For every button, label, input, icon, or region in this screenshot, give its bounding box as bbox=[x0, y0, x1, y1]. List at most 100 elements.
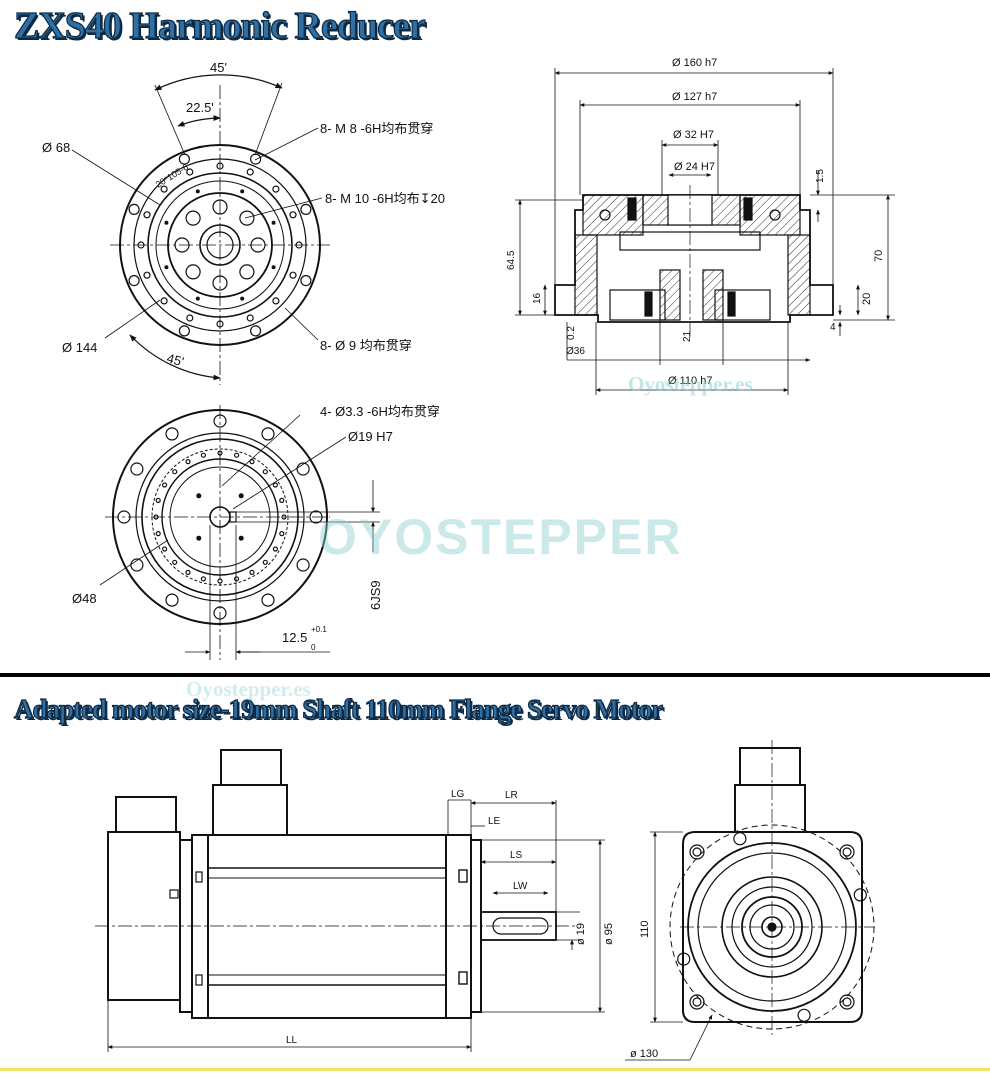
front-view: 20*105-6 45' 22.5' 45' Ø 68 Ø 144 8- M 8… bbox=[42, 60, 445, 385]
tol-zero: 0 bbox=[311, 643, 316, 652]
hole bbox=[234, 576, 240, 582]
keyway-label: 6JS9 bbox=[368, 580, 383, 610]
hole bbox=[272, 546, 278, 552]
hole bbox=[216, 162, 224, 170]
hole bbox=[217, 578, 223, 584]
hole bbox=[212, 275, 228, 291]
reducer-title: ZXS40 Harmonic Reducer bbox=[13, 4, 426, 47]
motor-mount-holes bbox=[677, 832, 867, 1022]
hole bbox=[185, 264, 201, 280]
hole bbox=[213, 414, 227, 428]
dim-21: 21 bbox=[682, 330, 693, 342]
hole bbox=[186, 314, 194, 322]
hole bbox=[689, 994, 705, 1010]
flange-110: 110 bbox=[639, 920, 651, 938]
hole bbox=[272, 185, 280, 193]
hole bbox=[162, 482, 168, 488]
holes-m10-label: 8- M 10 -6H均布↧20 bbox=[325, 191, 445, 206]
d24-label: Ø 24 H7 bbox=[674, 161, 715, 173]
hole bbox=[842, 997, 852, 1007]
dim-16: 16 bbox=[532, 292, 543, 304]
hole bbox=[128, 203, 140, 215]
holes-d3-3-label: 4- Ø3.3 -6H均布贯穿 bbox=[320, 404, 440, 419]
hole bbox=[296, 558, 310, 572]
d160-label: Ø 160 h7 bbox=[672, 57, 717, 69]
hole bbox=[216, 320, 224, 328]
dim-1-5: 1.5 bbox=[815, 169, 826, 183]
front-inner-holes bbox=[164, 189, 276, 301]
hole bbox=[178, 325, 190, 337]
hole bbox=[839, 844, 855, 860]
hole bbox=[172, 469, 178, 475]
section-view: Ø 160 h7 Ø 127 h7 Ø 32 H7 Ø 24 H7 bbox=[506, 57, 895, 395]
d32-label: Ø 32 H7 bbox=[673, 129, 714, 141]
dim-20: 20 bbox=[861, 293, 873, 305]
hole bbox=[195, 296, 200, 301]
d110-label: Ø 110 h7 bbox=[668, 375, 712, 387]
hole bbox=[130, 462, 144, 476]
hole bbox=[300, 275, 312, 287]
hole bbox=[165, 427, 179, 441]
angle-45-bottom: 45' bbox=[165, 350, 185, 369]
hole bbox=[164, 265, 169, 270]
hole bbox=[172, 559, 178, 565]
hole bbox=[160, 185, 168, 193]
hole bbox=[153, 514, 159, 520]
hole bbox=[839, 994, 855, 1010]
hole bbox=[289, 211, 297, 219]
front-ring-holes bbox=[137, 162, 303, 328]
rear-outer-holes bbox=[117, 414, 323, 620]
hole bbox=[217, 450, 223, 456]
hole bbox=[165, 593, 179, 607]
watermark-big: OYOSTEPPER bbox=[318, 509, 683, 565]
hole bbox=[213, 606, 227, 620]
hole bbox=[279, 497, 285, 503]
hole bbox=[117, 510, 131, 524]
lg-label: LG bbox=[451, 789, 465, 800]
motor-title: Adapted motor size-19mm Shaft 110mm Flan… bbox=[13, 693, 663, 724]
hole bbox=[853, 888, 867, 902]
hole bbox=[239, 210, 255, 226]
hole bbox=[196, 535, 202, 541]
hole bbox=[733, 832, 747, 846]
hole bbox=[271, 220, 276, 225]
hole bbox=[240, 189, 245, 194]
hole bbox=[234, 452, 240, 458]
hole bbox=[162, 546, 168, 552]
hole bbox=[200, 452, 206, 458]
hole bbox=[185, 210, 201, 226]
d68-label: Ø 68 bbox=[42, 140, 70, 155]
hole bbox=[143, 211, 151, 219]
hole bbox=[186, 168, 194, 176]
hole bbox=[309, 510, 323, 524]
d144-label: Ø 144 bbox=[62, 340, 97, 355]
hole bbox=[137, 241, 145, 249]
tol-plus: +0.1 bbox=[311, 625, 327, 634]
d36-label: Ø36 bbox=[566, 346, 585, 357]
bottom-rule bbox=[0, 1068, 990, 1071]
hole bbox=[279, 530, 285, 537]
hole bbox=[262, 559, 268, 565]
d127-label: Ø 127 h7 bbox=[672, 91, 717, 103]
hole bbox=[155, 497, 161, 503]
hole bbox=[185, 459, 191, 465]
hole bbox=[212, 199, 228, 215]
hole bbox=[249, 569, 255, 576]
hole bbox=[300, 203, 312, 215]
hole bbox=[289, 271, 297, 279]
ll-label: LL bbox=[286, 1035, 298, 1046]
hole bbox=[128, 275, 140, 287]
section-divider bbox=[0, 673, 990, 677]
hole bbox=[249, 459, 255, 465]
hole bbox=[677, 952, 691, 966]
hole bbox=[250, 325, 262, 337]
dim-0-2: 0.2 bbox=[566, 326, 577, 340]
motor-front-view: 110 ø 130 bbox=[625, 740, 875, 1061]
hole bbox=[689, 844, 705, 860]
spigot-d95: ø 95 bbox=[603, 923, 615, 945]
rear-d48-label: Ø48 bbox=[72, 591, 97, 606]
hole bbox=[196, 493, 202, 499]
holes-m8-label: 8- M 8 -6H均布贯穿 bbox=[320, 121, 433, 136]
hole bbox=[200, 576, 206, 582]
angle-22-5: 22.5' bbox=[186, 100, 214, 115]
